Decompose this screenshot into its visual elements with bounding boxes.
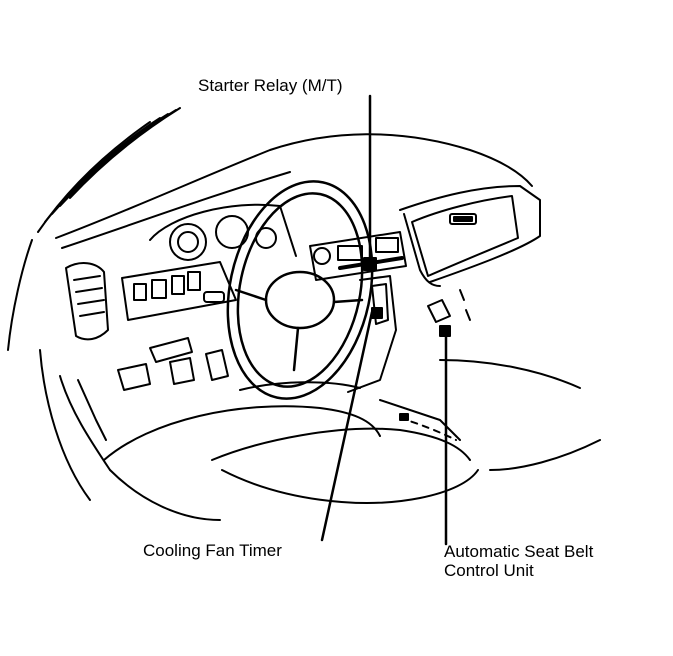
label-cooling-fan-timer: Cooling Fan Timer bbox=[143, 541, 282, 560]
label-starter-relay: Starter Relay (M/T) bbox=[198, 76, 343, 95]
leader-lines bbox=[320, 94, 448, 546]
left-panel bbox=[65, 261, 237, 363]
glove-box bbox=[411, 195, 519, 277]
leader-cooling-fan bbox=[320, 310, 374, 542]
dashboard-top bbox=[55, 133, 541, 287]
label-seat-belt-line2: Control Unit bbox=[444, 561, 534, 580]
pedals-floor bbox=[39, 349, 229, 501]
seatbelt-unit-drawing bbox=[427, 289, 471, 337]
label-seat-belt-line1: Automatic Seat Belt bbox=[444, 542, 594, 561]
steering-wheel bbox=[226, 180, 374, 400]
label-seat-belt-control-unit: Automatic Seat Belt Control Unit bbox=[444, 542, 593, 580]
windshield-lines bbox=[7, 107, 181, 351]
seats bbox=[103, 359, 601, 521]
center-console bbox=[309, 231, 407, 393]
